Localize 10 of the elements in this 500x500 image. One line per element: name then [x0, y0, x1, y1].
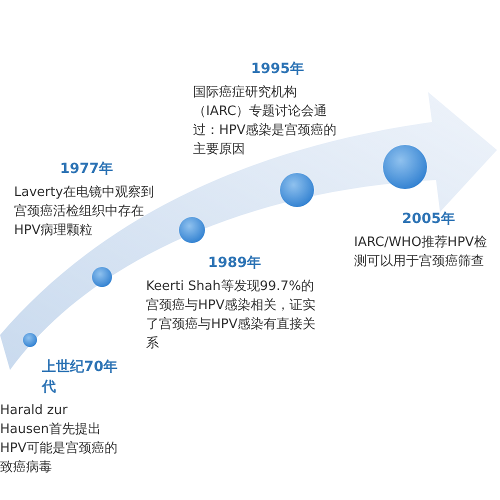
- event-description: 国际癌症研究机构（IARC）专题讨论会通过：HPV感染是宫颈癌的主要原因: [193, 84, 338, 159]
- year-label: 2005年: [402, 210, 455, 229]
- event-description: IARC/WHO推荐HPV检测可以用于宫颈癌筛查: [354, 234, 488, 271]
- year-label: 1995年: [251, 60, 304, 79]
- event-description: Harald zur Hausen首先提出HPV可能是宫颈癌的致癌病毒: [0, 402, 118, 477]
- event-description: Keerti Shah等发现99.7%的宫颈癌与HPV感染相关，证实了宫颈癌与HPV感染有直接关系: [146, 278, 317, 353]
- year-label: 1977年: [60, 160, 113, 179]
- year-label: 1989年: [208, 254, 261, 273]
- event-description: Laverty在电镜中观察到宫颈癌活检组织中存在HPV病理颗粒: [14, 184, 156, 240]
- year-label: 上世纪70年代: [42, 358, 118, 397]
